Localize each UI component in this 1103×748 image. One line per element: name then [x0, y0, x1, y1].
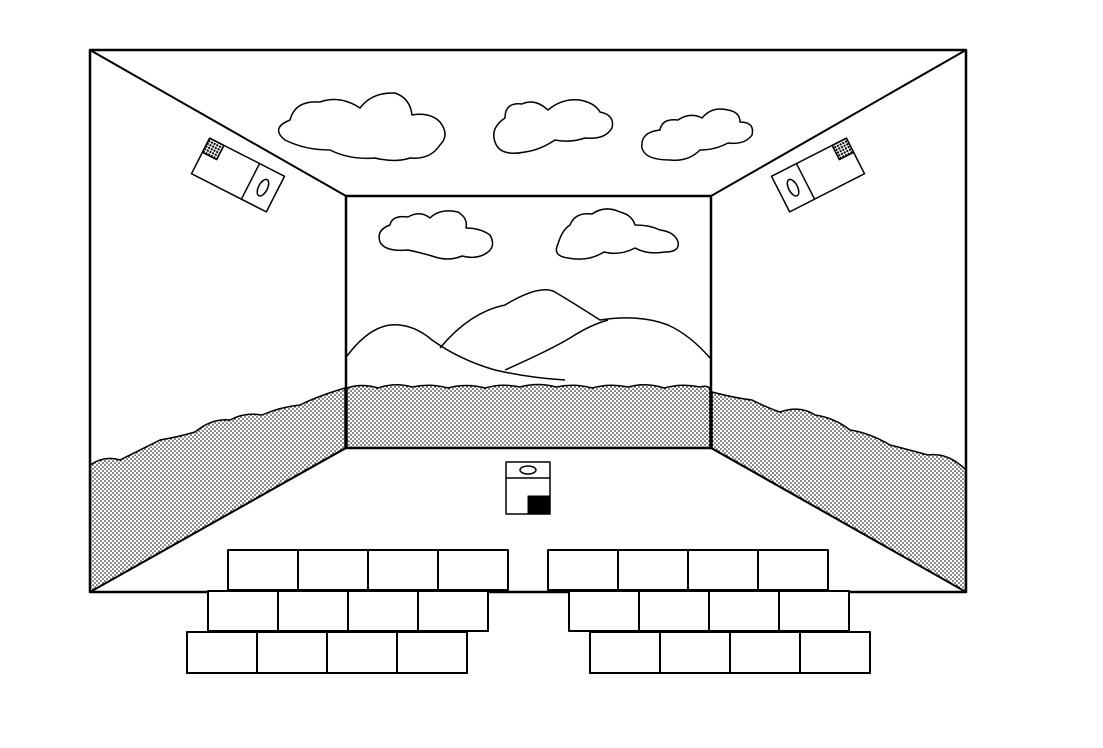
- seat-block-right: [548, 550, 870, 673]
- ceiling-cloud-3: [642, 109, 753, 160]
- seat: [688, 550, 758, 590]
- seat: [418, 591, 488, 631]
- seat: [569, 591, 639, 631]
- seat: [257, 632, 327, 673]
- mountain-right: [440, 290, 710, 358]
- ceiling-cloud-2: [494, 100, 613, 154]
- seat: [298, 550, 368, 590]
- front-cloud-1: [379, 211, 492, 259]
- ceiling-cloud-1: [279, 93, 445, 161]
- mountain-ridge: [505, 320, 608, 370]
- seat: [730, 632, 800, 673]
- seat: [228, 550, 298, 590]
- seat: [368, 550, 438, 590]
- front-screen-ground: [347, 385, 710, 449]
- seat: [590, 632, 660, 673]
- seat: [660, 632, 730, 673]
- left-projector: [191, 138, 284, 212]
- seat: [208, 591, 278, 631]
- seat: [278, 591, 348, 631]
- center-projector-lens: [528, 496, 550, 514]
- front-cloud-2: [556, 209, 678, 259]
- seat: [348, 591, 418, 631]
- seat: [187, 632, 257, 673]
- seat: [618, 550, 688, 590]
- seat: [327, 632, 397, 673]
- seat: [397, 632, 467, 673]
- seat-block-left: [187, 550, 508, 673]
- seat: [709, 591, 779, 631]
- seat: [639, 591, 709, 631]
- seat: [548, 550, 618, 590]
- seat: [779, 591, 849, 631]
- center-projector: [506, 462, 550, 514]
- seat: [800, 632, 870, 673]
- mountain-left: [347, 325, 565, 380]
- seat: [438, 550, 508, 590]
- seat: [758, 550, 828, 590]
- right-projector: [771, 138, 864, 212]
